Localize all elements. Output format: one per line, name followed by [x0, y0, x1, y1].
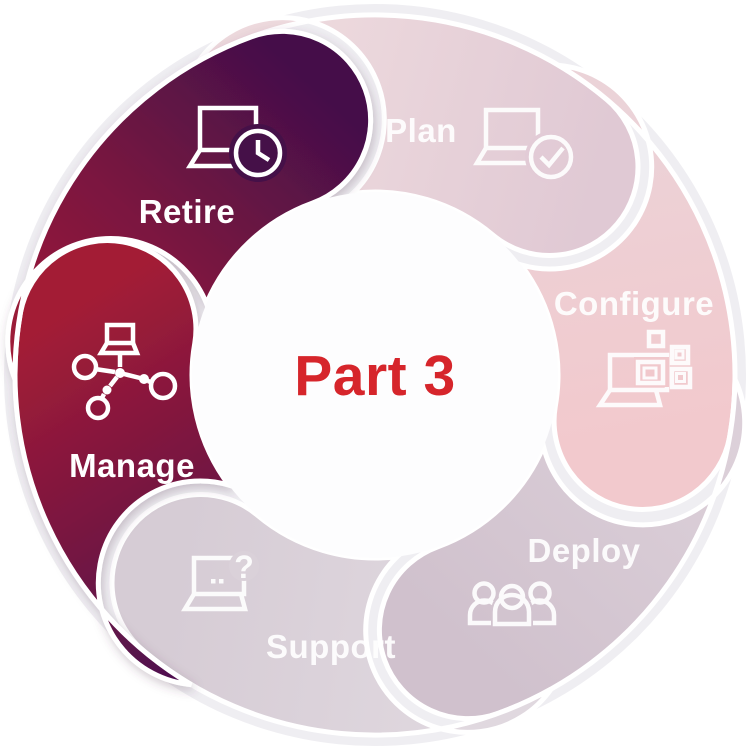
- segment-plan: [196, 12, 641, 259]
- segment-support: [109, 491, 554, 738]
- segment-manage: [12, 238, 236, 688]
- segment-label-plan: Plan: [385, 112, 457, 149]
- center-title: Part 3: [294, 344, 455, 408]
- people-group-icon: [467, 581, 557, 627]
- segment-deploy: [376, 378, 748, 722]
- segment-label-support: Support: [266, 628, 396, 665]
- segment-label-manage: Manage: [69, 447, 195, 484]
- laptop-check-icon: [473, 107, 577, 183]
- laptop-apps-icon: [595, 329, 693, 408]
- laptop-question-icon: ?: [181, 549, 259, 612]
- question-mark-glyph: ?: [234, 549, 254, 585]
- center-disc: [192, 192, 558, 558]
- segment-label-retire: Retire: [139, 193, 236, 230]
- laptop-clock-icon: [185, 105, 287, 182]
- segment-configure: [514, 62, 738, 512]
- segment-retire: [5, 28, 374, 381]
- segment-label-deploy: Deploy: [527, 532, 640, 569]
- segment-label-configure: Configure: [554, 285, 714, 322]
- network-topology-icon: [71, 322, 178, 421]
